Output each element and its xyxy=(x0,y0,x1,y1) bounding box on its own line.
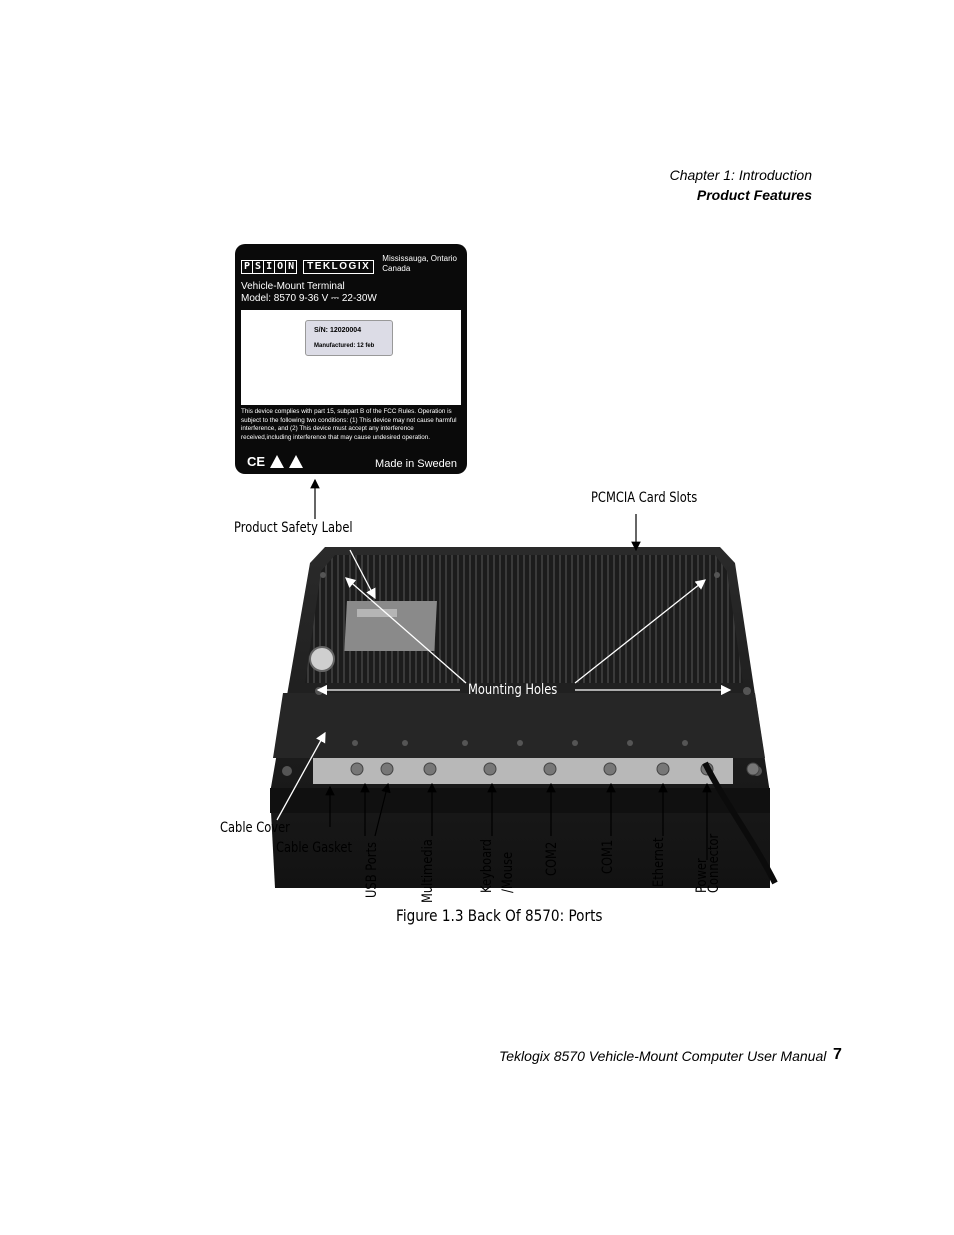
figure-caption: Figure 1.3 Back Of 8570: Ports xyxy=(396,906,603,925)
callout-pcmcia-card-slots: PCMCIA Card Slots xyxy=(591,490,698,506)
compliance-marks: CE xyxy=(247,454,304,469)
psion-logo: P S I O N xyxy=(241,260,298,274)
port-label-ethernet: Ethernet xyxy=(651,837,667,887)
port-grommets xyxy=(350,762,760,776)
ce-mark: CE xyxy=(247,454,266,469)
arrow-mount-upright xyxy=(574,579,707,684)
callout-cable-cover: Cable Cover xyxy=(220,820,290,836)
port-label-usb: USB Ports xyxy=(364,842,380,898)
port-label-multimedia: Multimedia xyxy=(420,839,436,903)
product-safety-label-image: P S I O N TEKLOGIX Mississauga, Ontario … xyxy=(235,244,467,474)
port-label-connector: Connector xyxy=(706,833,722,893)
arrow-usb-2 xyxy=(374,782,391,837)
footer-manual-title: Teklogix 8570 Vehicle-Mount Computer Use… xyxy=(499,1048,827,1064)
label-model: Model: 8570 9-36 V ⎓ 22-30W xyxy=(241,293,377,304)
device-back-photo xyxy=(270,547,778,888)
made-in: Made in Sweden xyxy=(375,458,457,470)
label-location: Mississauga, Ontario Canada xyxy=(382,254,457,273)
page-number: 7 xyxy=(833,1046,842,1063)
arrow-mount-upleft xyxy=(345,577,467,684)
caution-triangle-icon xyxy=(289,455,304,468)
power-cable xyxy=(702,761,778,885)
warning-triangle-icon xyxy=(270,455,285,468)
port-label-com2: COM2 xyxy=(544,841,560,876)
brand-logo: P S I O N TEKLOGIX Mississauga, Ontario … xyxy=(241,254,467,274)
port-label-com1: COM1 xyxy=(600,839,616,874)
arrow-safety-label-device xyxy=(349,549,376,600)
port-label-keyboard: Keyboard xyxy=(479,839,495,893)
label-serial-window: S/N: 12020004 Manufactured: 12 feb xyxy=(241,310,461,405)
serial-number: S/N: 12020004 xyxy=(314,327,362,334)
callout-cable-gasket: Cable Gasket xyxy=(276,840,352,856)
cable-cover xyxy=(273,693,765,758)
callout-product-safety-label: Product Safety Label xyxy=(234,520,353,536)
manufactured-date: Manufactured: 12 feb xyxy=(314,343,375,349)
port-label-mouse: /Mouse xyxy=(500,851,516,893)
callout-mounting-holes: Mounting Holes xyxy=(468,682,558,698)
label-title: Vehicle-Mount Terminal xyxy=(241,281,345,292)
fcc-statement: This device complies with part 15, subpa… xyxy=(241,408,457,442)
teklogix-logo: TEKLOGIX xyxy=(303,260,375,274)
arrow-cable-cover xyxy=(276,731,326,821)
section-heading: Product Features xyxy=(696,187,812,203)
mounting-knob xyxy=(309,646,335,672)
chapter-heading: Chapter 1: Introduction xyxy=(669,167,812,183)
serial-tag: S/N: 12020004 Manufactured: 12 feb xyxy=(305,320,393,356)
